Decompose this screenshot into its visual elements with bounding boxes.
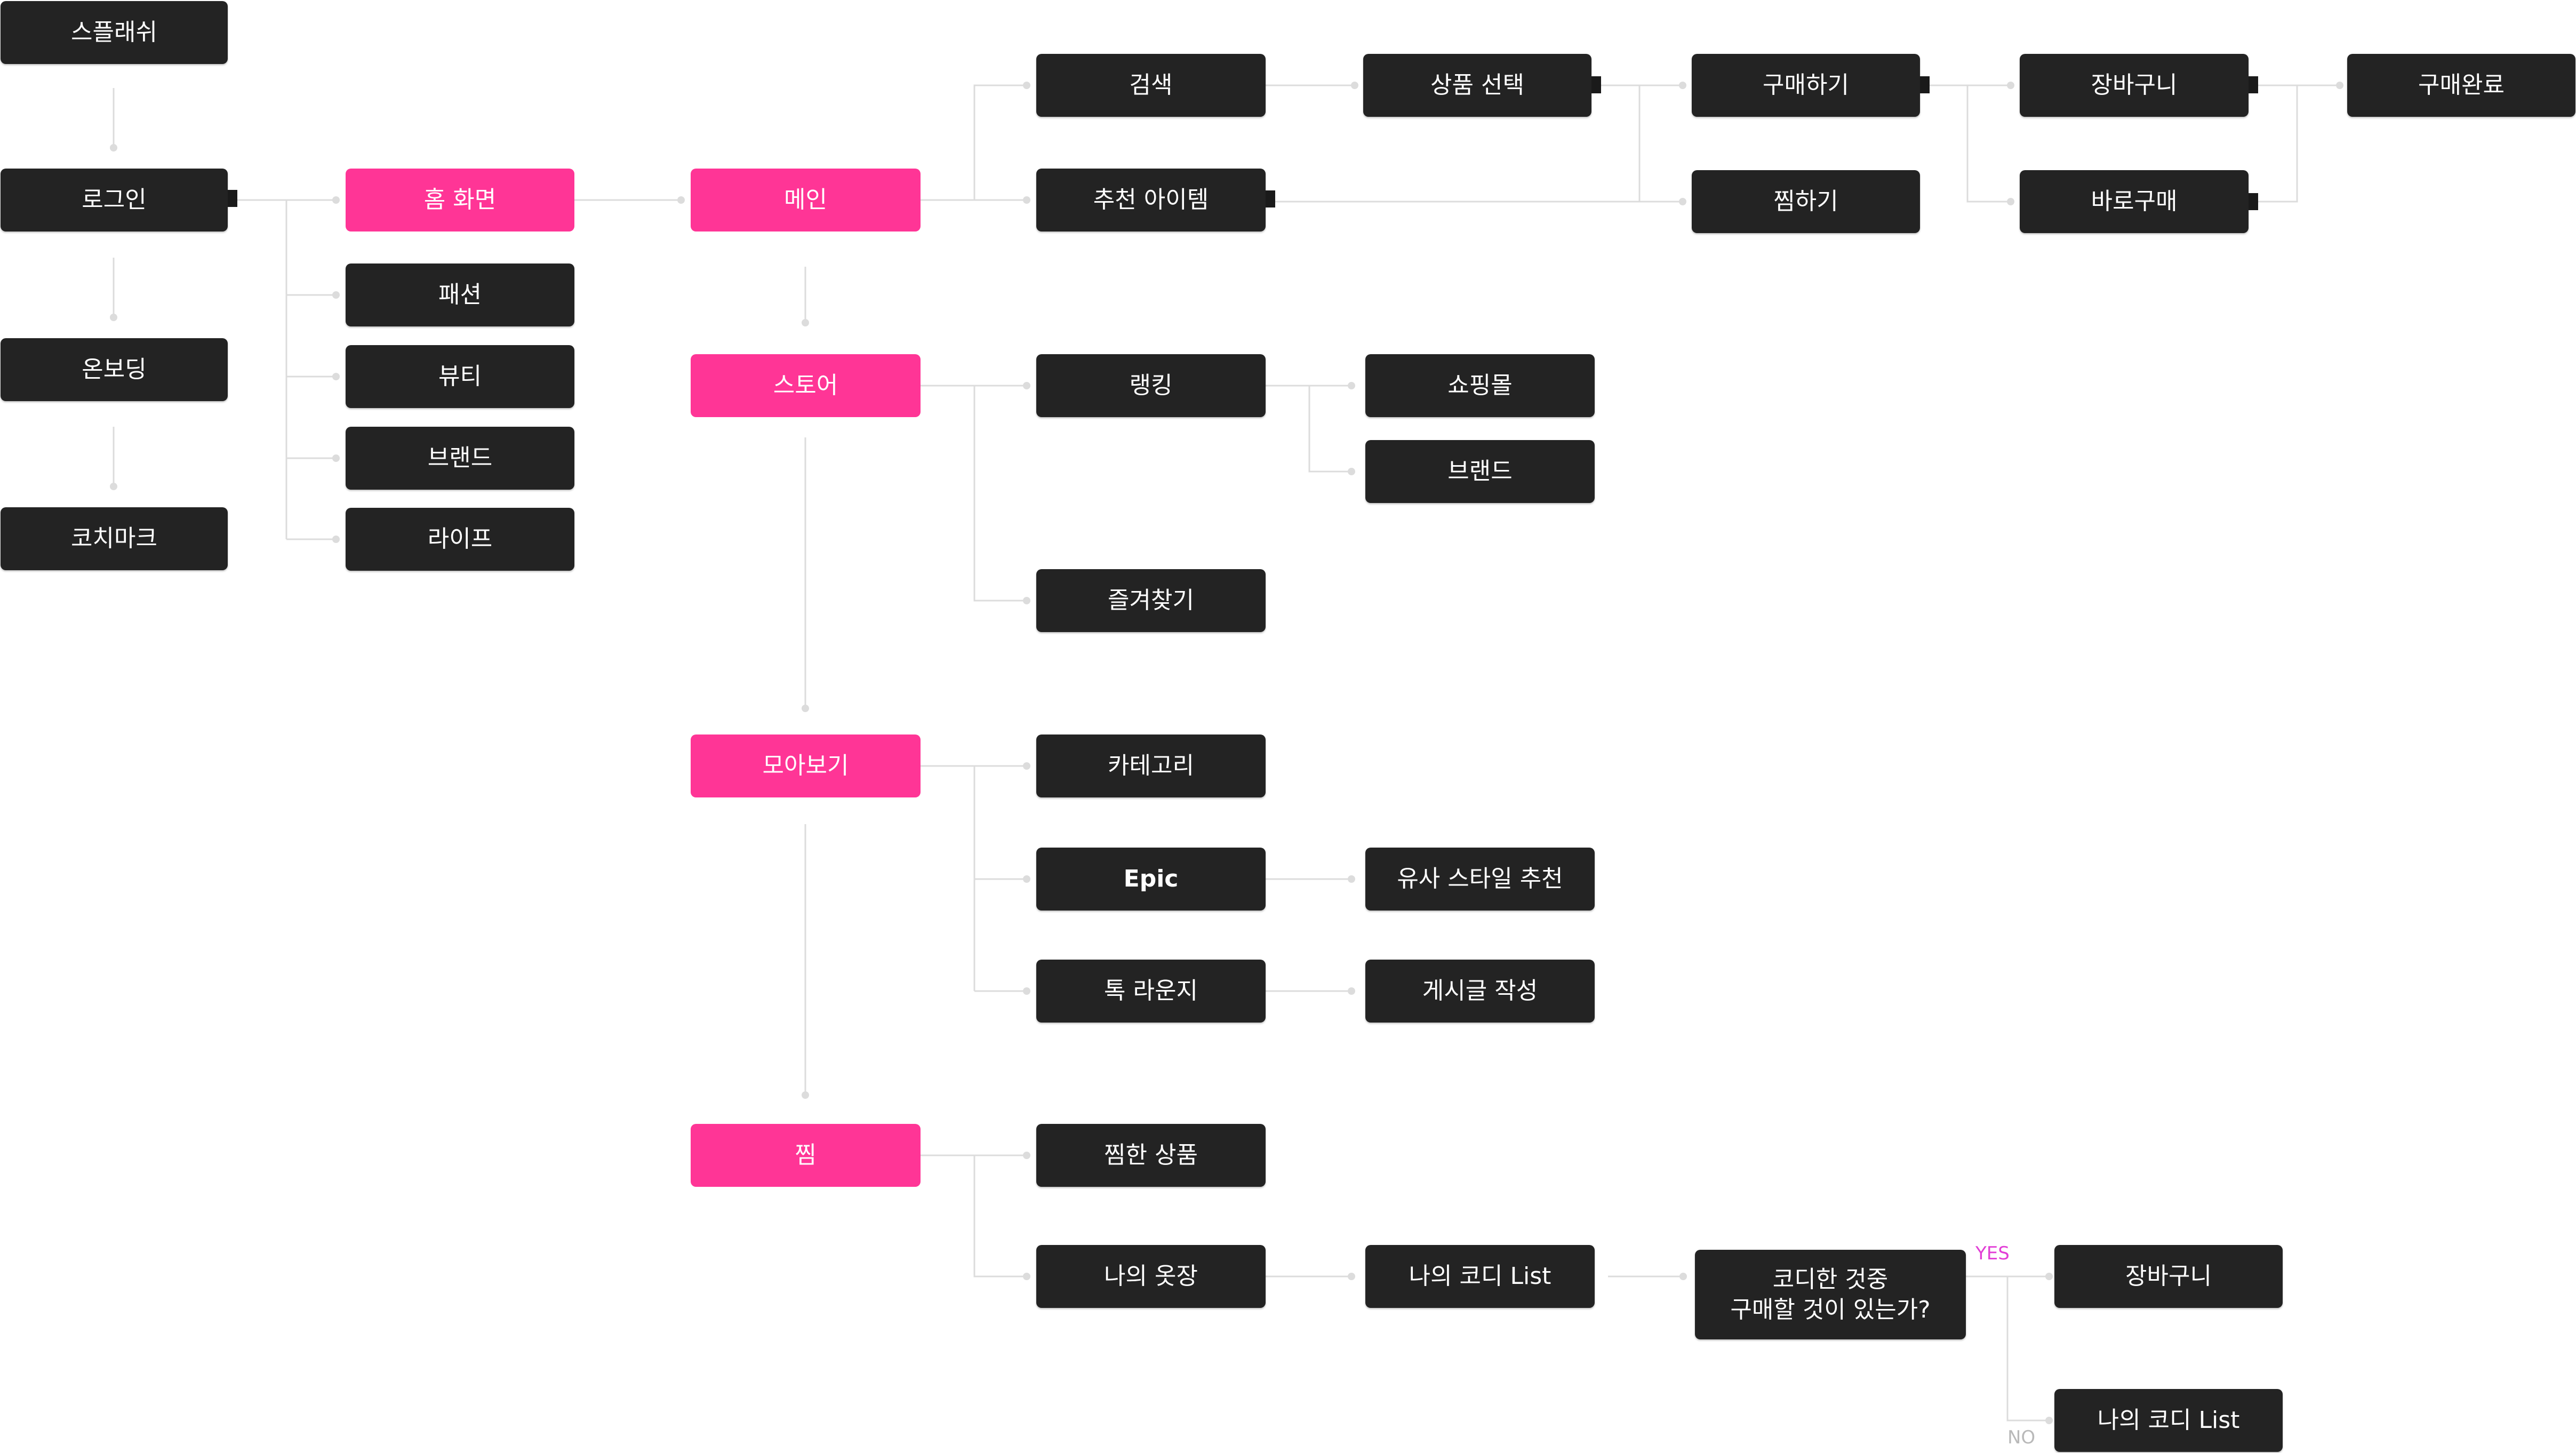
port-recommended xyxy=(1266,190,1275,207)
edge-dot xyxy=(1023,875,1030,883)
edge-dot xyxy=(802,1091,809,1099)
edge-dot xyxy=(1348,875,1355,883)
node-fashion: 패션 xyxy=(346,264,574,326)
edge-dot xyxy=(1348,987,1355,995)
edge-dot xyxy=(110,483,117,490)
node-brand: 브랜드 xyxy=(346,427,574,490)
node-life: 라이프 xyxy=(346,508,574,571)
node-search: 검색 xyxy=(1036,54,1266,117)
edge-dot xyxy=(1679,1273,1687,1280)
node-recommended: 추천 아이템 xyxy=(1036,169,1266,231)
edge-wish-closet xyxy=(973,1155,1027,1278)
node-coachmark: 코치마크 xyxy=(1,507,228,570)
edge-dot xyxy=(1348,382,1355,389)
node-product-select: 상품 선택 xyxy=(1363,54,1591,117)
node-purchase-done: 구매완료 xyxy=(2347,54,2575,117)
node-write-post: 게시글 작성 xyxy=(1365,960,1595,1023)
edge-dot xyxy=(1348,468,1355,475)
edge-store-favorites xyxy=(973,386,1027,602)
edge-dot xyxy=(1351,82,1358,89)
edge-dot xyxy=(2045,1417,2053,1424)
edge-dot xyxy=(332,536,340,543)
edge-dot xyxy=(1679,198,1686,205)
node-decision-cart: 장바구니 xyxy=(2054,1245,2283,1308)
node-wishlist-add: 찜하기 xyxy=(1692,170,1920,233)
edge-dot xyxy=(677,196,685,204)
edge-dot xyxy=(332,373,340,380)
node-similar-style: 유사 스타일 추천 xyxy=(1365,848,1595,911)
edge-dot xyxy=(2045,1273,2053,1280)
node-beauty: 뷰티 xyxy=(346,345,574,408)
port-login xyxy=(228,190,237,207)
edge-dot xyxy=(1023,82,1030,89)
node-home: 홈 화면 xyxy=(346,169,574,231)
node-my-closet: 나의 옷장 xyxy=(1036,1245,1266,1308)
edge-buy-branch xyxy=(1929,84,2011,203)
port-product-select xyxy=(1591,76,1601,93)
node-cart: 장바구니 xyxy=(2020,54,2249,117)
edge-dot xyxy=(110,314,117,321)
edge-dot xyxy=(1679,82,1686,89)
port-buy xyxy=(1920,76,1930,93)
node-category: 카테고리 xyxy=(1036,735,1266,797)
node-onboarding: 온보딩 xyxy=(1,338,228,401)
node-decision: 코디한 것중 구매할 것이 있는가? xyxy=(1695,1250,1966,1339)
edge-dot xyxy=(110,144,117,151)
edge-dot xyxy=(1023,196,1030,204)
node-store: 스토어 xyxy=(691,354,921,417)
edge-buynow-done xyxy=(2258,85,2298,203)
edge-dot xyxy=(1023,1152,1030,1159)
edge-dot xyxy=(802,319,809,326)
node-decision-codi-list: 나의 코디 List xyxy=(2054,1389,2283,1452)
label-no: NO xyxy=(2007,1427,2036,1448)
port-buy-now xyxy=(2249,193,2258,210)
node-epic: Epic xyxy=(1036,848,1266,911)
node-wish: 찜 xyxy=(691,1124,921,1187)
edge-ranking-brand xyxy=(1308,386,1351,473)
edge-dot xyxy=(1023,762,1030,770)
edge-dot xyxy=(2007,198,2014,205)
edge-dot xyxy=(332,454,340,462)
node-buy-now: 바로구매 xyxy=(2020,170,2249,233)
node-talk-lounge: 톡 라운지 xyxy=(1036,960,1266,1023)
edge-dot xyxy=(332,291,340,299)
node-collection: 모아보기 xyxy=(691,735,921,797)
node-store-brand: 브랜드 xyxy=(1365,440,1595,503)
label-yes: YES xyxy=(1975,1243,2010,1264)
edge-dot xyxy=(1023,597,1030,604)
node-login: 로그인 xyxy=(1,169,228,231)
edge-decision-no xyxy=(2006,1276,2049,1422)
edge-dot xyxy=(332,196,340,204)
edge-dot xyxy=(1023,1273,1030,1280)
edge-dot xyxy=(1023,987,1030,995)
node-splash: 스플래쉬 xyxy=(1,1,228,64)
node-ranking: 랭킹 xyxy=(1036,354,1266,417)
port-cart xyxy=(2249,76,2258,93)
edge-dot xyxy=(802,705,809,712)
node-main: 메인 xyxy=(691,169,921,231)
edge-main-branch xyxy=(921,84,1027,201)
node-wished-products: 찜한 상품 xyxy=(1036,1124,1266,1187)
edge-dot xyxy=(2007,82,2014,89)
edge-product-branch xyxy=(1601,84,1641,202)
node-favorites: 즐겨찾기 xyxy=(1036,569,1266,632)
node-shopping-mall: 쇼핑몰 xyxy=(1365,354,1595,417)
edge-dot xyxy=(2336,82,2343,89)
node-my-codi-list: 나의 코디 List xyxy=(1365,1245,1595,1308)
edge-dot xyxy=(1348,1273,1355,1280)
edge-dot xyxy=(1023,382,1030,389)
node-buy: 구매하기 xyxy=(1692,54,1920,117)
